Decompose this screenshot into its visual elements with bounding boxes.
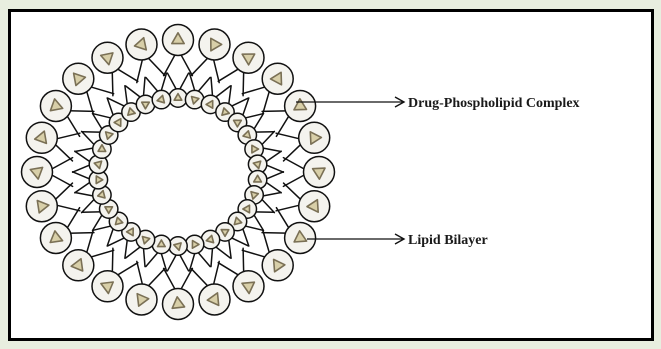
complex-callout: Drug-Phospholipid Complex (296, 96, 580, 111)
drug-phospholipid-complex-diagram: Drug-Phospholipid Complex Lipid Bilayer (11, 12, 651, 338)
outer-head-ring (22, 25, 335, 320)
inner-head-ring (89, 89, 267, 255)
lipid-bilayer-label: Lipid Bilayer (408, 233, 488, 248)
diagram-frame: Drug-Phospholipid Complex Lipid Bilayer (8, 9, 654, 341)
bilayer-callout: Lipid Bilayer (307, 233, 488, 248)
drug-phospholipid-complex-label: Drug-Phospholipid Complex (408, 96, 580, 111)
